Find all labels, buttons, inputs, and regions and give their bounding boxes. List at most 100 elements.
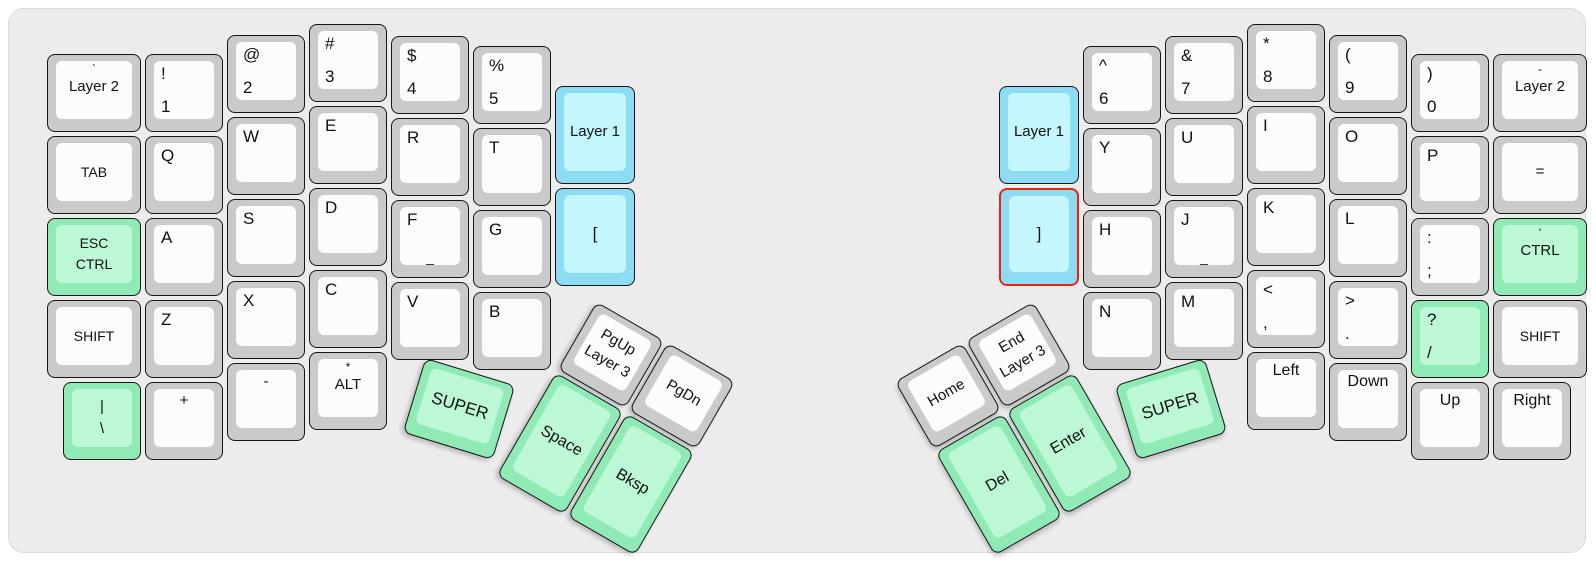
key-caret-6[interactable]: ^6 <box>1083 46 1161 124</box>
key-plus[interactable]: + <box>145 382 223 460</box>
key-n[interactable]: N <box>1083 292 1161 370</box>
key-label-line: ! <box>161 64 166 83</box>
key-asterisk-8[interactable]: *8 <box>1247 24 1325 102</box>
key-arrow-left[interactable]: Left <box>1247 352 1325 430</box>
key-dollar-4[interactable]: $4 <box>391 36 469 114</box>
key-u[interactable]: U <box>1165 118 1243 196</box>
key-layer1-right[interactable]: Layer 1 <box>999 86 1079 184</box>
key-label-line: TAB <box>80 163 108 180</box>
key-o[interactable]: O <box>1329 117 1407 195</box>
key-arrow-right[interactable]: Right <box>1493 382 1571 460</box>
key-greater-period[interactable]: >. <box>1329 281 1407 359</box>
key-quote-ctrl[interactable]: 'CTRL <box>1493 218 1587 296</box>
key-label: SUPER <box>415 367 505 445</box>
keycap-face <box>1338 124 1398 182</box>
key-q[interactable]: Q <box>145 136 223 214</box>
key-x[interactable]: X <box>227 281 305 359</box>
key-z[interactable]: Z <box>145 300 223 378</box>
key-label: SHIFT <box>1502 307 1578 365</box>
key-super-left[interactable]: SUPER <box>402 357 516 461</box>
key-label-line: Down <box>1347 373 1389 390</box>
key-lparen-9[interactable]: (9 <box>1329 35 1407 113</box>
key-r[interactable]: R <box>391 118 469 196</box>
key-amp-7[interactable]: &7 <box>1165 36 1243 114</box>
key-label-line: . <box>1345 323 1350 343</box>
key-label: Down <box>1330 373 1406 391</box>
key-less-comma[interactable]: <, <box>1247 270 1325 348</box>
key-label-line: 7 <box>1181 78 1191 98</box>
key-e[interactable]: E <box>309 106 387 184</box>
key-star-alt[interactable]: *ALT <box>309 352 387 430</box>
keycap-face <box>56 225 132 283</box>
key-exclam-1[interactable]: !1 <box>145 54 223 132</box>
key-grave-layer2[interactable]: `Layer 2 <box>47 54 141 132</box>
key-label: %5 <box>489 56 544 117</box>
keycap-face <box>1256 113 1316 171</box>
key-label-line: > <box>1345 291 1355 310</box>
key-minus-layer2[interactable]: -Layer 2 <box>1493 54 1587 132</box>
key-equals[interactable]: = <box>1493 136 1587 214</box>
key-p[interactable]: P <box>1411 136 1489 214</box>
keycap-face <box>1008 93 1070 171</box>
key-percent-5[interactable]: %5 <box>473 46 551 124</box>
key-arrow-up[interactable]: Up <box>1411 382 1489 460</box>
key-at-2[interactable]: @2 <box>227 35 305 113</box>
key-tab[interactable]: TAB <box>47 136 141 214</box>
key-label-line: ' <box>1538 226 1542 240</box>
key-label-line: PgDn <box>663 376 705 410</box>
key-shift-right[interactable]: SHIFT <box>1493 300 1587 378</box>
key-m[interactable]: M <box>1165 282 1243 360</box>
key-g[interactable]: G <box>473 210 551 288</box>
key-label: $4 <box>407 46 462 107</box>
keycap-face <box>1420 143 1480 201</box>
key-hash-3[interactable]: #3 <box>309 24 387 102</box>
key-f[interactable]: F_ <box>391 200 469 278</box>
key-label-line: ESC <box>79 235 109 251</box>
key-label-line: Layer 2 <box>68 78 120 95</box>
key-minus-left[interactable]: - <box>227 363 305 441</box>
key-rparen-0[interactable]: )0 <box>1411 54 1489 132</box>
key-l[interactable]: L <box>1329 199 1407 277</box>
key-rbracket[interactable]: ] <box>999 188 1079 286</box>
key-label-line: Layer 1 <box>1013 122 1065 140</box>
key-w[interactable]: W <box>227 117 305 195</box>
key-label: *8 <box>1263 34 1318 95</box>
key-h[interactable]: H <box>1083 210 1161 288</box>
key-question-slash[interactable]: ?/ <box>1411 300 1489 378</box>
key-label-line: Y <box>1099 138 1111 157</box>
key-c[interactable]: C <box>309 270 387 348</box>
key-colon-semicolon[interactable]: :; <box>1411 218 1489 296</box>
key-label: U <box>1181 128 1236 189</box>
key-arrow-down[interactable]: Down <box>1329 363 1407 441</box>
key-j[interactable]: J_ <box>1165 200 1243 278</box>
key-i[interactable]: I <box>1247 106 1325 184</box>
keycap-face <box>400 207 460 265</box>
key-label: W <box>243 127 298 188</box>
keycap-face <box>1502 225 1578 283</box>
key-label: O <box>1345 127 1400 188</box>
key-label-line: $ <box>407 46 417 65</box>
key-pipe-backslash[interactable]: |\ <box>63 382 141 460</box>
key-v[interactable]: V <box>391 282 469 360</box>
key-lbracket[interactable]: [ <box>555 188 635 286</box>
key-label: T <box>489 138 544 199</box>
key-layer1-left[interactable]: Layer 1 <box>555 86 635 184</box>
key-super-right[interactable]: SUPER <box>1114 357 1228 461</box>
key-shift-left[interactable]: SHIFT <box>47 300 141 378</box>
keycap-face <box>56 61 132 119</box>
key-a[interactable]: A <box>145 218 223 296</box>
key-label: Q <box>161 146 216 207</box>
key-t[interactable]: T <box>473 128 551 206</box>
key-s[interactable]: S <box>227 199 305 277</box>
key-b[interactable]: B <box>473 292 551 370</box>
key-label: (9 <box>1345 45 1400 106</box>
key-k[interactable]: K <box>1247 188 1325 266</box>
key-label-line: Layer 1 <box>569 122 621 140</box>
keycap-face <box>154 389 214 447</box>
key-label-line: O <box>1345 127 1359 146</box>
key-label-line: K <box>1263 198 1275 217</box>
key-y[interactable]: Y <box>1083 128 1161 206</box>
key-d[interactable]: D <box>309 188 387 266</box>
key-label: Layer 1 <box>564 93 626 171</box>
